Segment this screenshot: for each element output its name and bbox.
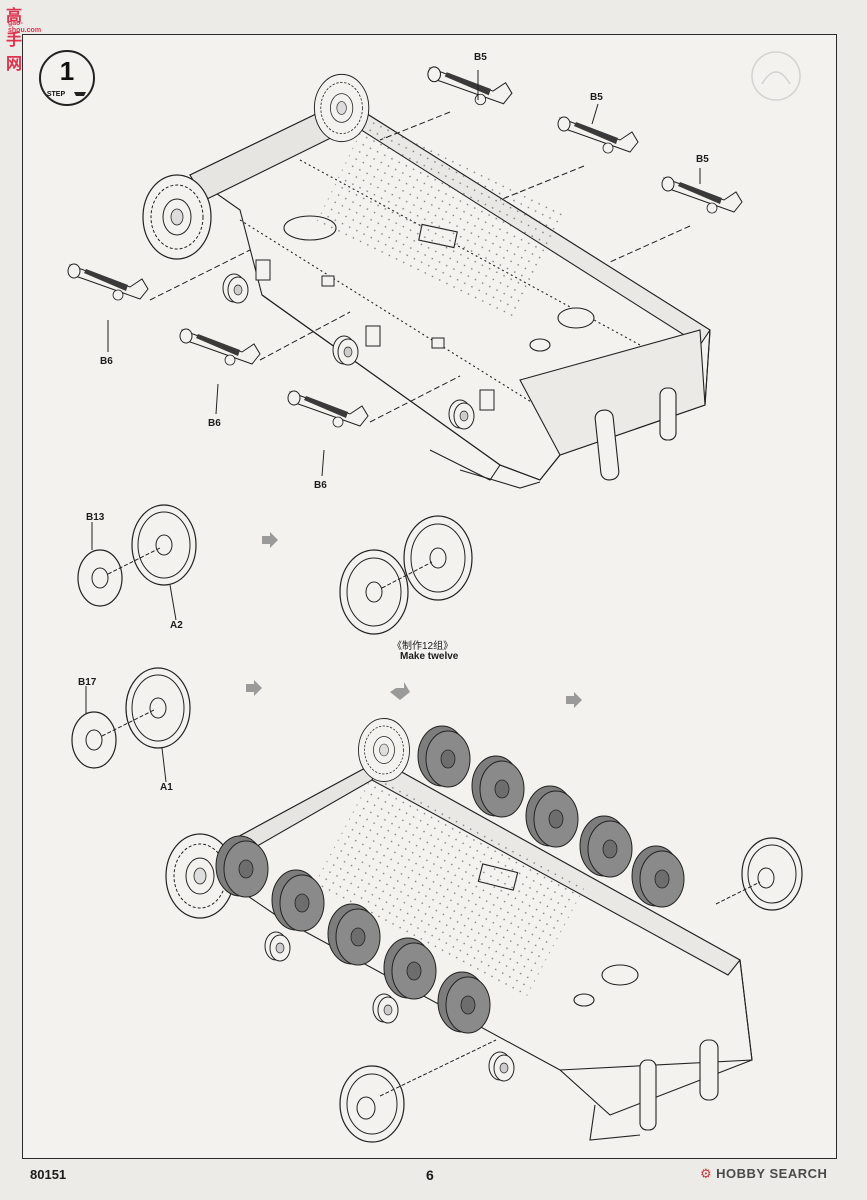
faint-logo-icon [751,51,801,101]
hobby-search-logo-icon: ⚙ [700,1166,713,1181]
flow-arrows [246,532,582,708]
return-rollers [222,259,495,430]
document-number: 80151 [30,1167,67,1182]
callout-b6-3: B6 [314,480,327,491]
roadwheel-being-fitted-right [715,837,803,911]
callout-b13: B13 [86,512,105,523]
watermark-site-url: gao-shou.com [8,20,42,34]
part-b5-arms [379,66,743,263]
callout-b17: B17 [78,677,97,688]
lower-drive-sprocket-right [358,718,410,782]
callout-b6-1: B6 [100,356,113,367]
hobby-search-text: HOBBY SEARCH [716,1166,828,1181]
tank-icon [74,92,86,96]
callout-b5-2: B5 [590,92,603,103]
upper-hull-assembly [188,98,711,489]
arrow-down-right-icon [246,680,262,696]
callout-b6-2: B6 [208,418,221,429]
roadwheel-being-fitted-left [339,1039,497,1143]
page-number: 6 [426,1167,434,1183]
callout-a2: A2 [170,620,183,631]
arrow-right-icon [262,532,278,548]
callout-b5-1: B5 [474,52,487,63]
part-b6-arms [67,249,461,477]
drive-sprocket-right [313,73,370,143]
arrow-down-icon [390,682,410,700]
make-twelve-note-english: Make twelve [400,651,459,662]
callout-a1: A1 [160,782,173,793]
hobby-search-watermark: ⚙HOBBY SEARCH [700,1166,827,1182]
step-badge: 1 STEP [39,50,95,106]
drive-sprocket-left [142,174,212,260]
step-number: 1 [60,56,74,86]
make-twelve-note-chinese: 《制作12组》 [392,641,454,652]
assembled-roadwheel-pair [339,515,473,635]
arrow-down-left-icon [566,692,582,708]
callout-b5-3: B5 [696,154,709,165]
wheel-a2-b13 [77,504,197,621]
watermark-site-name: 高手网 [6,8,24,73]
step-label: STEP [47,91,66,98]
wheel-a1-b17 [71,667,191,783]
